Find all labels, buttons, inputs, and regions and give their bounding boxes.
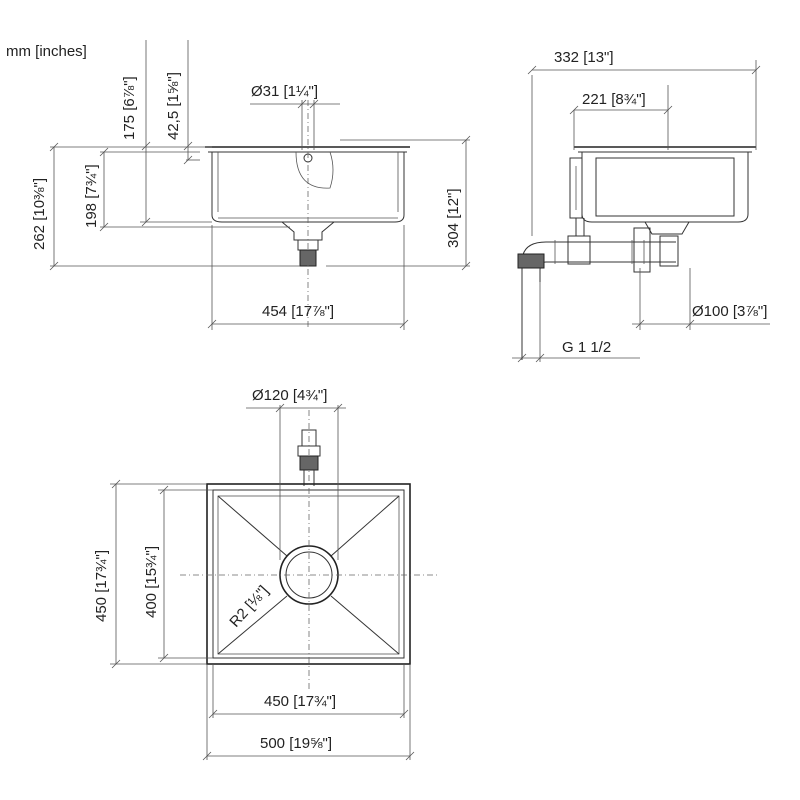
dim-depth-304: 304 [12"]	[445, 188, 462, 248]
dim-depth-262: 262 [10⅜"]	[31, 178, 48, 250]
dim-height-175: 175 [6⅞"]	[121, 76, 138, 140]
dim-waste-diameter: Ø120 [4¾"]	[252, 387, 327, 404]
dim-width-332: 332 [13"]	[554, 49, 614, 66]
dim-depth-198: 198 [7¾"]	[83, 164, 100, 228]
dim-height-450: 450 [17¾"]	[93, 550, 110, 622]
dim-width-221: 221 [8¾"]	[582, 91, 646, 108]
dim-corner-radius: R2 [⅛"]	[226, 583, 272, 631]
dim-thread: G 1 1/2	[562, 339, 611, 356]
dim-height-42-5: 42,5 [1⅝"]	[165, 72, 182, 140]
dim-width-454: 454 [17⅞"]	[262, 303, 334, 320]
units-note: mm [inches]	[6, 43, 87, 60]
dim-height-400: 400 [15¾"]	[143, 546, 160, 618]
dim-overflow-diameter: Ø31 [1¼"]	[251, 83, 318, 100]
dim-width-500: 500 [19⅝"]	[260, 735, 332, 752]
dim-drain-diameter: Ø100 [3⅞"]	[692, 303, 767, 320]
front-view	[49, 40, 471, 330]
top-view	[110, 403, 440, 761]
dim-width-450: 450 [17¾"]	[264, 693, 336, 710]
side-view	[512, 60, 770, 363]
